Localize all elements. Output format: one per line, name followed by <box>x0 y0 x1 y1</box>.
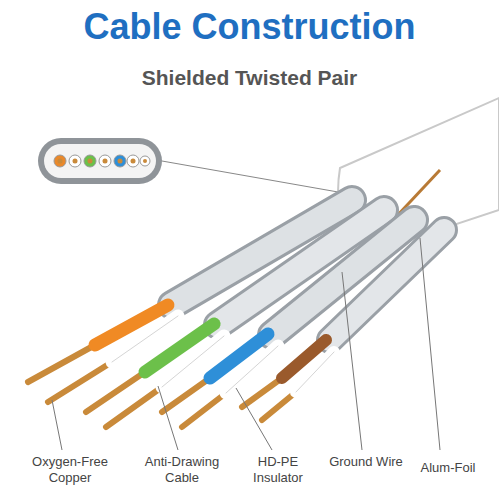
section-jacket <box>38 138 162 184</box>
subtitle: Shielded Twisted Pair <box>0 66 499 90</box>
part-label: Anti-Drawing Cable <box>138 454 226 487</box>
part-label: HD-PE Insulator <box>234 454 322 487</box>
part-label: Oxygen-Free Copper <box>26 454 114 487</box>
leader-line <box>162 161 338 192</box>
part-label: Alum-Foil <box>404 460 492 476</box>
title: Cable Construction <box>0 6 499 48</box>
section-inner <box>44 144 156 178</box>
section-wires <box>54 155 150 167</box>
leader-lines <box>52 238 440 450</box>
twisted-wires <box>28 305 334 427</box>
part-label: Ground Wire <box>322 454 410 470</box>
